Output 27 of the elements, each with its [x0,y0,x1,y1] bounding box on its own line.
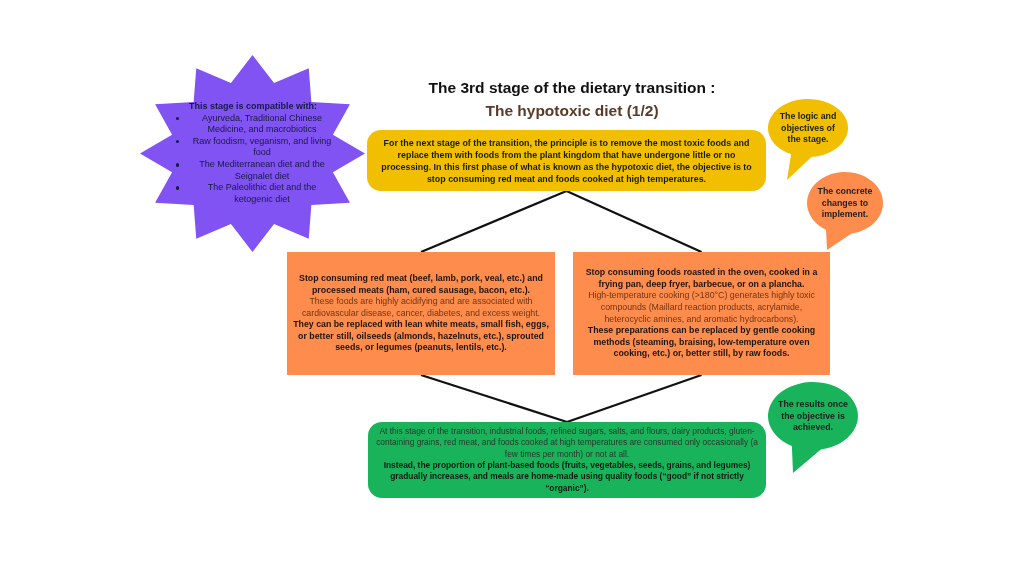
bubble-text: The concrete changes to implement. [816,185,874,221]
box-text: These preparations can be replaced by gentle cooking methods (steaming, braising, low-temperature oven cooking, etc.) or, better still, by raw foods. [586,325,817,360]
info-box [368,422,766,498]
connector-line [566,373,702,424]
list-item: Raw foodism, veganism, and living food [191,135,333,159]
connector-line [420,373,568,424]
subtitle: The hypotoxic diet (1/2) [485,101,659,121]
box-text: These foods are highly acidifying and are associated with cardiovascular disease, cancer, diabetes, and excess weight. [300,296,542,320]
box-text: At this stage of the transition, industrial foods, refined sugars, salts, and flours, dairy products, gluten-containing grains, red meat, and foods cooked at high temperatures are consumed only occasionally (a few times per month) or not at all. [375,425,759,460]
title: The 3rd stage of the dietary transition : [428,78,716,98]
box-text: For the next stage of the transition, the principle is to remove the most toxic foods and replace them with foods from the plant kingdom that have undergone little or no processing. In this first phase of what is known as the hypotoxic diet, the objective is to stop consuming red meat and foods cooked at high temperatures. [380,136,753,185]
info-box [367,130,766,191]
list-heading: This stage is compatible with: [188,101,318,113]
box-text: High-temperature cooking (>180°C) generates highly toxic compounds (Maillard reaction products, acrylamide, heterocyclic amines, and aromatic hydrocarbons). [587,290,816,326]
box-text: Stop consuming foods roasted in the oven, cooked in a frying pan, deep fryer, barbecue, or on a plancha. [584,267,819,291]
info-box [287,252,555,375]
box-text: Stop consuming red meat (beef, lamb, pork, veal, etc.) and processed meats (ham, cured sausage, bacon, etc.). [298,272,544,297]
box-text: They can be replaced with lean white meats, small fish, eggs, or better still, oilseeds (almonds, hazelnuts, etc.), sprouted seeds, or legumes (peanuts, lentils, etc.). [293,319,549,355]
bubble-text: The logic and objectives of the stage. [778,110,838,146]
connector-line [420,190,567,253]
list-item: The Paleolithic diet and the ketogenic diet [206,182,318,206]
bubble-text: The results once the objective is achieved. [777,398,849,434]
box-text: Instead, the proportion of plant-based foods (fruits, vegetables, seeds, grains, and legumes) gradually increases, and meals are home-made using quality foods (“good” if not strictly “organic”). [382,460,752,495]
info-box [573,252,830,375]
list-item: Ayurveda, Traditional Chinese Medicine, and macrobiotics [201,112,323,136]
connector-line [566,190,702,253]
list-item: The Mediterranean diet and the Seignalet diet [198,158,326,183]
